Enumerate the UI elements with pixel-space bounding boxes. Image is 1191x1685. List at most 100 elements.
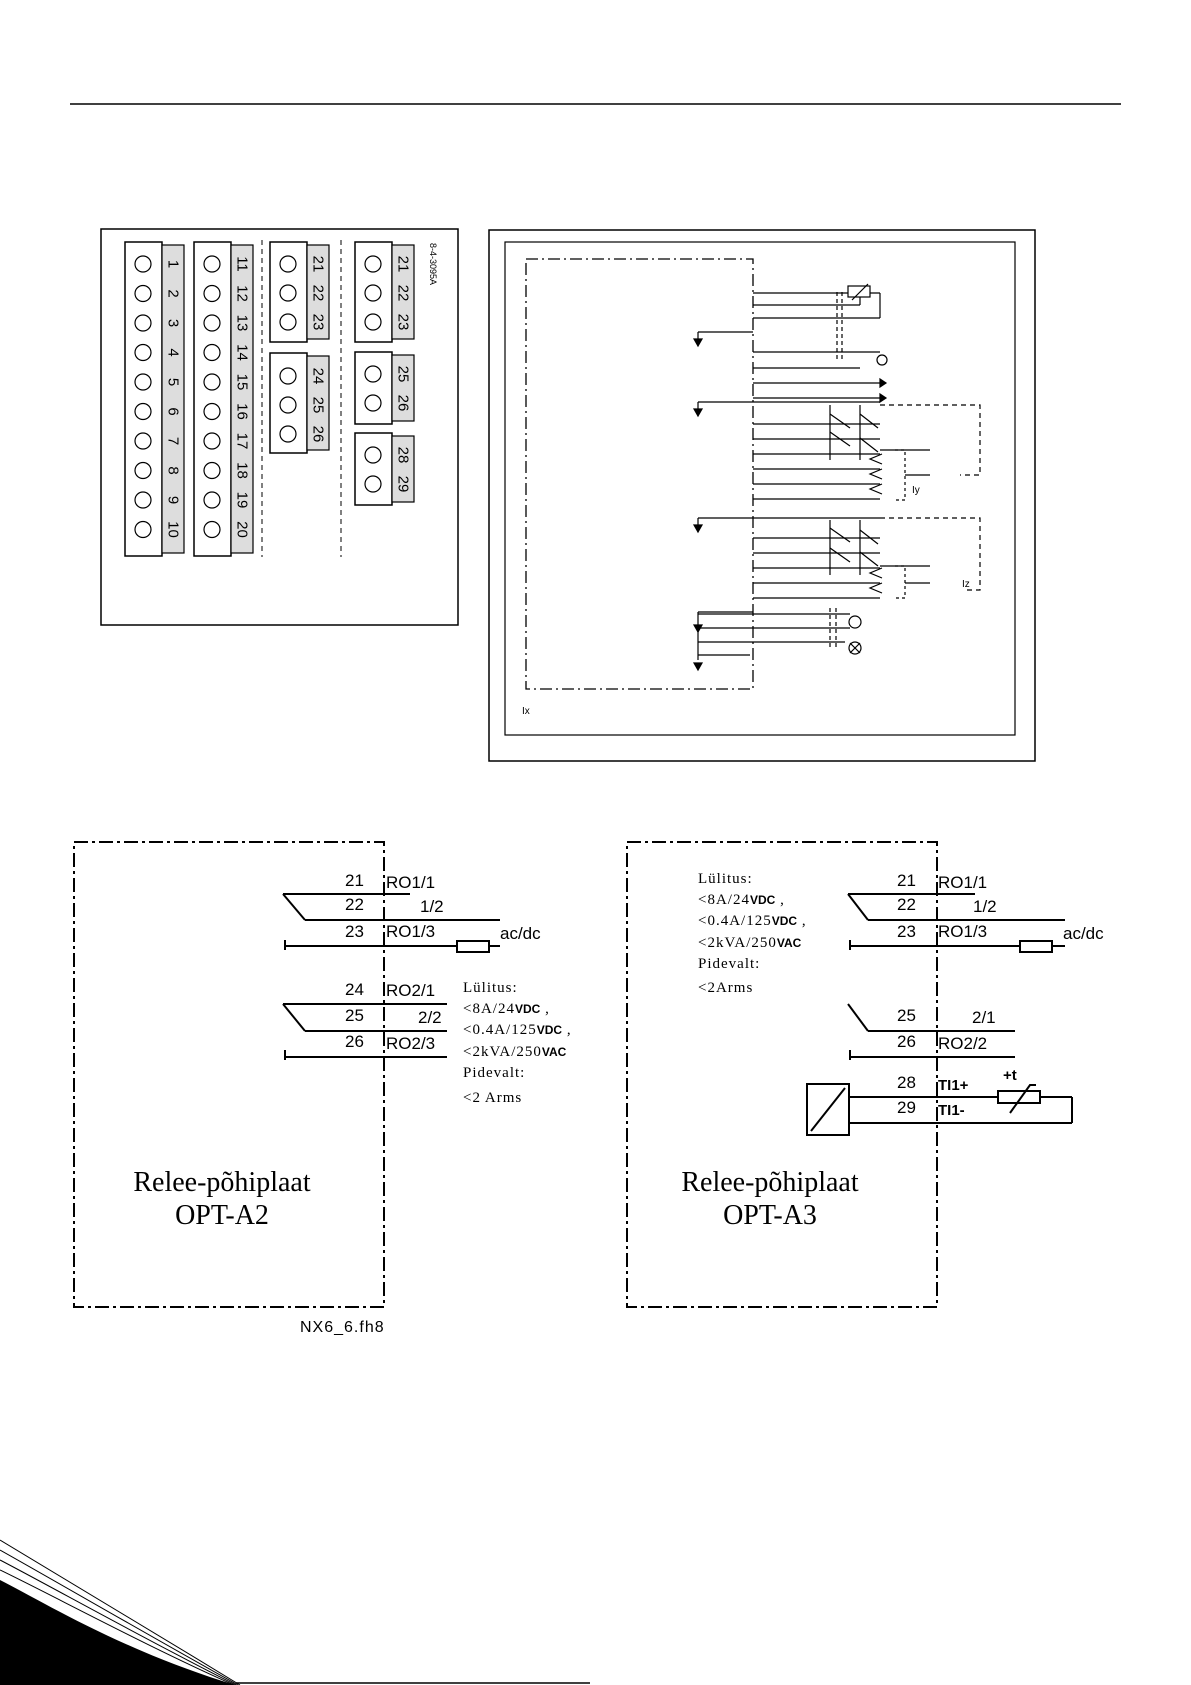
block-d2-labels <box>391 354 415 422</box>
opt-a2-acdc: ac/dc <box>500 924 541 943</box>
block-d1-labels <box>391 244 415 340</box>
opt-a2-ro2-1: RO2/1 <box>386 981 435 1000</box>
terminal-number: 28 <box>395 447 412 464</box>
opt-a3-terminal-29: 29 <box>897 1098 916 1117</box>
opt-a3-ro1-2: 1/2 <box>973 897 997 916</box>
terminal-screw <box>279 367 297 385</box>
opt-a2-terminal-22: 22 <box>345 895 364 914</box>
terminal-screw <box>203 491 221 509</box>
digital-input-group-2 <box>692 517 981 599</box>
opt-a3-terminal-21: 21 <box>897 871 916 890</box>
terminal-number: 26 <box>310 426 327 443</box>
terminal-screw <box>134 461 152 480</box>
label-ix: Ix <box>522 706 530 717</box>
terminal-number: 24 <box>310 368 327 385</box>
terminal-screw <box>134 520 152 539</box>
opt-a2-terminal-25: 25 <box>345 1006 364 1025</box>
terminal-number: 10 <box>165 521 182 538</box>
terminal-number: 12 <box>234 285 251 302</box>
terminal-screw <box>203 402 221 421</box>
opt-a3-ro1-1: RO1/1 <box>938 873 987 892</box>
terminal-screw <box>364 365 382 383</box>
terminal-number: 18 <box>234 462 251 479</box>
label-iz: Iz <box>962 579 970 590</box>
terminal-screw <box>364 284 382 302</box>
terminal-number: 21 <box>310 256 327 273</box>
opt-a3-ro1-3: RO1/3 <box>938 922 987 941</box>
opt-a3-terminal-28: 28 <box>897 1073 916 1092</box>
terminal-screw <box>203 284 221 303</box>
terminal-frame <box>100 228 459 626</box>
opt-a2-ro2-3: RO2/3 <box>386 1034 435 1053</box>
block-d3-labels <box>391 435 415 503</box>
terminal-number: 26 <box>395 395 412 412</box>
label-iy: Iy <box>912 485 920 496</box>
terminal-screw <box>203 520 221 539</box>
terminal-number: 15 <box>234 374 251 391</box>
terminal-screw <box>203 314 221 332</box>
terminal-screw <box>203 343 221 362</box>
opt-a3-spec-title: Lülitus: <box>698 871 753 887</box>
terminal-number: 7 <box>165 437 182 445</box>
terminal-number: 25 <box>395 366 412 383</box>
terminal-screw <box>364 394 382 412</box>
terminal-screw <box>203 373 221 391</box>
block-c1-labels <box>306 244 330 340</box>
opt-a3-terminal-26: 26 <box>897 1032 916 1051</box>
opt-a3-wires <box>806 893 1073 1136</box>
opt-a3-terminal-25: 25 <box>897 1006 916 1025</box>
terminal-screw <box>203 432 221 450</box>
opt-a3-board-code: OPT-A3 <box>723 1200 817 1231</box>
opt-a2-wires <box>282 893 500 1060</box>
terminal-number: 11 <box>234 256 251 272</box>
terminal-number: 8 <box>165 466 182 474</box>
opt-a2-terminal-24: 24 <box>345 980 364 999</box>
terminal-screw <box>279 313 297 331</box>
terminal-number: 14 <box>234 344 251 361</box>
opt-a2-terminal-21: 21 <box>345 871 364 890</box>
terminal-number: 1 <box>165 260 182 268</box>
opt-a3-spec-arms: <2Arms <box>698 980 753 996</box>
opt-a3-ti1-minus: TI1- <box>938 1102 965 1119</box>
terminal-number: 5 <box>165 378 182 386</box>
terminal-number: 23 <box>310 314 327 331</box>
terminal-number: 13 <box>234 315 251 332</box>
opt-a2-spec-1: <8A/24VDC , <box>463 1001 550 1017</box>
terminal-number: 19 <box>234 492 251 509</box>
block-c2-labels <box>306 355 330 451</box>
opt-a2-spec-2: <0.4A/125VDC , <box>463 1022 572 1038</box>
terminal-number: 29 <box>395 476 412 493</box>
terminal-screw <box>279 255 297 273</box>
opt-a3-acdc: ac/dc <box>1063 924 1104 943</box>
terminal-number: 4 <box>165 348 182 356</box>
block-d3-terminals: 28 29 <box>364 446 412 493</box>
opt-a2-board-name: Relee-põhiplaat <box>133 1167 310 1198</box>
wiring-inner-frame <box>504 241 1016 736</box>
opt-a3-ti1-plus: TI1+ <box>938 1077 969 1094</box>
terminal-screw <box>134 255 152 273</box>
opt-a3-diagram: 21 22 23 25 26 28 29 RO1/1 1/2 RO1/3 2/1… <box>626 841 1104 1308</box>
terminal-number: 23 <box>395 314 412 331</box>
terminal-screw <box>134 343 152 362</box>
analog-output-group <box>692 608 862 672</box>
opt-a2-board-outline <box>73 841 385 1308</box>
opt-a2-diagram: 21 22 23 24 25 26 RO1/1 1/2 RO1/3 RO2/1 … <box>73 841 572 1336</box>
terminal-number: 25 <box>310 397 327 414</box>
terminal-number: 2 <box>165 289 182 297</box>
terminal-screw <box>134 284 152 303</box>
wiring-board-outline <box>525 258 754 690</box>
opt-a3-board-outline <box>626 841 938 1308</box>
terminal-number: 9 <box>165 496 182 504</box>
terminal-screw <box>134 432 152 450</box>
opt-a2-ro1-3: RO1/3 <box>386 922 435 941</box>
opt-a2-spec-continuous: Pidevalt: <box>463 1065 525 1081</box>
opt-a3-ro2-1: 2/1 <box>972 1008 996 1027</box>
opt-a2-spec-arms: <2 Arms <box>463 1090 522 1106</box>
opt-a2-spec-title: Lülitus: <box>463 980 518 996</box>
terminal-number: 22 <box>310 285 327 302</box>
terminal-screw <box>364 255 382 273</box>
terminal-number: 6 <box>165 407 182 415</box>
